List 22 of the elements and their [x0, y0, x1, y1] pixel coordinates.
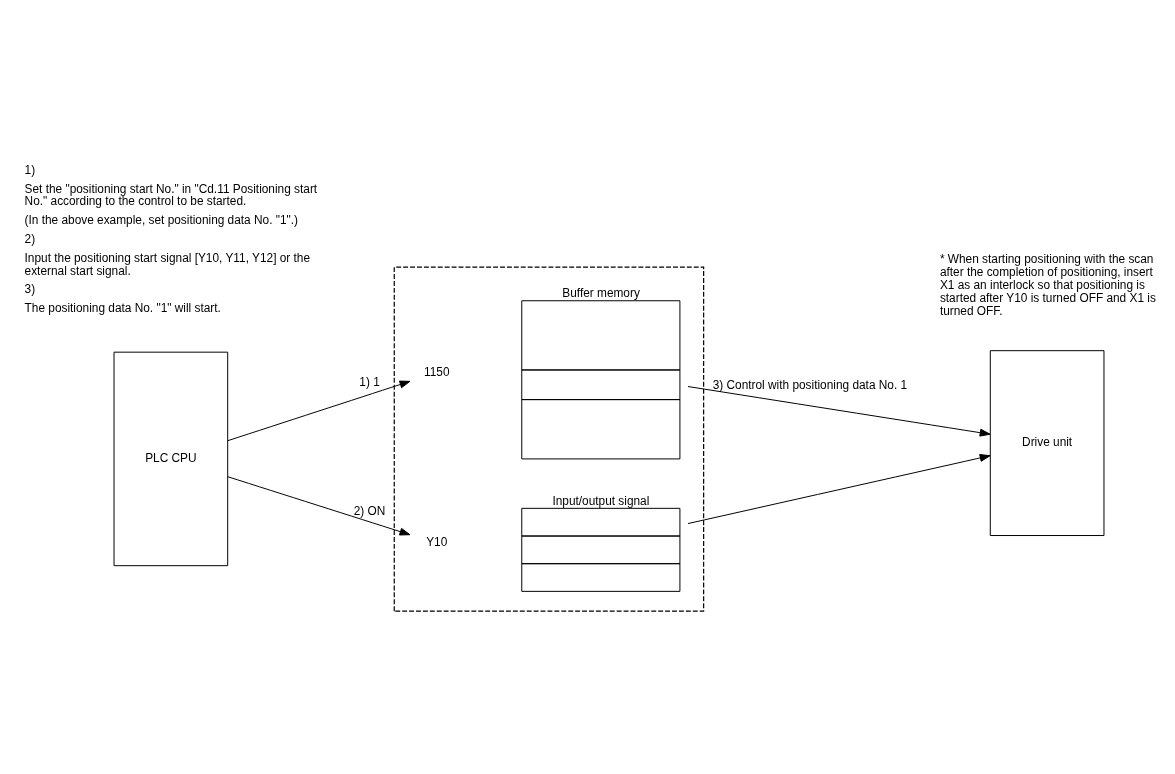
node-box: PLC CPU	[113, 351, 229, 566]
label: Input the positioning start signal [Y10, Y11, Y12] or the external start signal.	[24, 250, 311, 278]
node-text: 1150	[424, 364, 450, 379]
node-label: Buffer memory	[562, 285, 640, 300]
node-text: Y10	[426, 534, 448, 549]
arrow	[687, 385, 991, 437]
label: 1)	[24, 162, 36, 177]
cluster	[393, 266, 705, 612]
label: Set the "positioning start No." in "Cd.11 Positioning start No." according to the control to be started.	[24, 181, 318, 208]
label: (In the above example, set positioning data No. "1".)	[24, 212, 299, 227]
arrow	[227, 475, 411, 535]
label: * When starting positioning with the scan after the completion of positioning, insert X1 as an interlock so that positioning is started after Y10 is turned OFF and X1 is turned OFF.	[939, 251, 1156, 318]
node-box: Drive unit	[989, 349, 1105, 536]
edge-label: 3) Control with positioning data No. 1	[712, 377, 908, 392]
label: 3)	[24, 281, 36, 296]
edge-label: 1) 1	[359, 374, 380, 389]
label: The positioning data No. "1" will start.	[24, 300, 221, 315]
node-label: Input/output signal	[552, 493, 650, 508]
arrow	[687, 453, 991, 524]
edge-label: 2) ON	[353, 503, 386, 518]
label: 2)	[24, 231, 36, 246]
arrow	[227, 380, 411, 441]
